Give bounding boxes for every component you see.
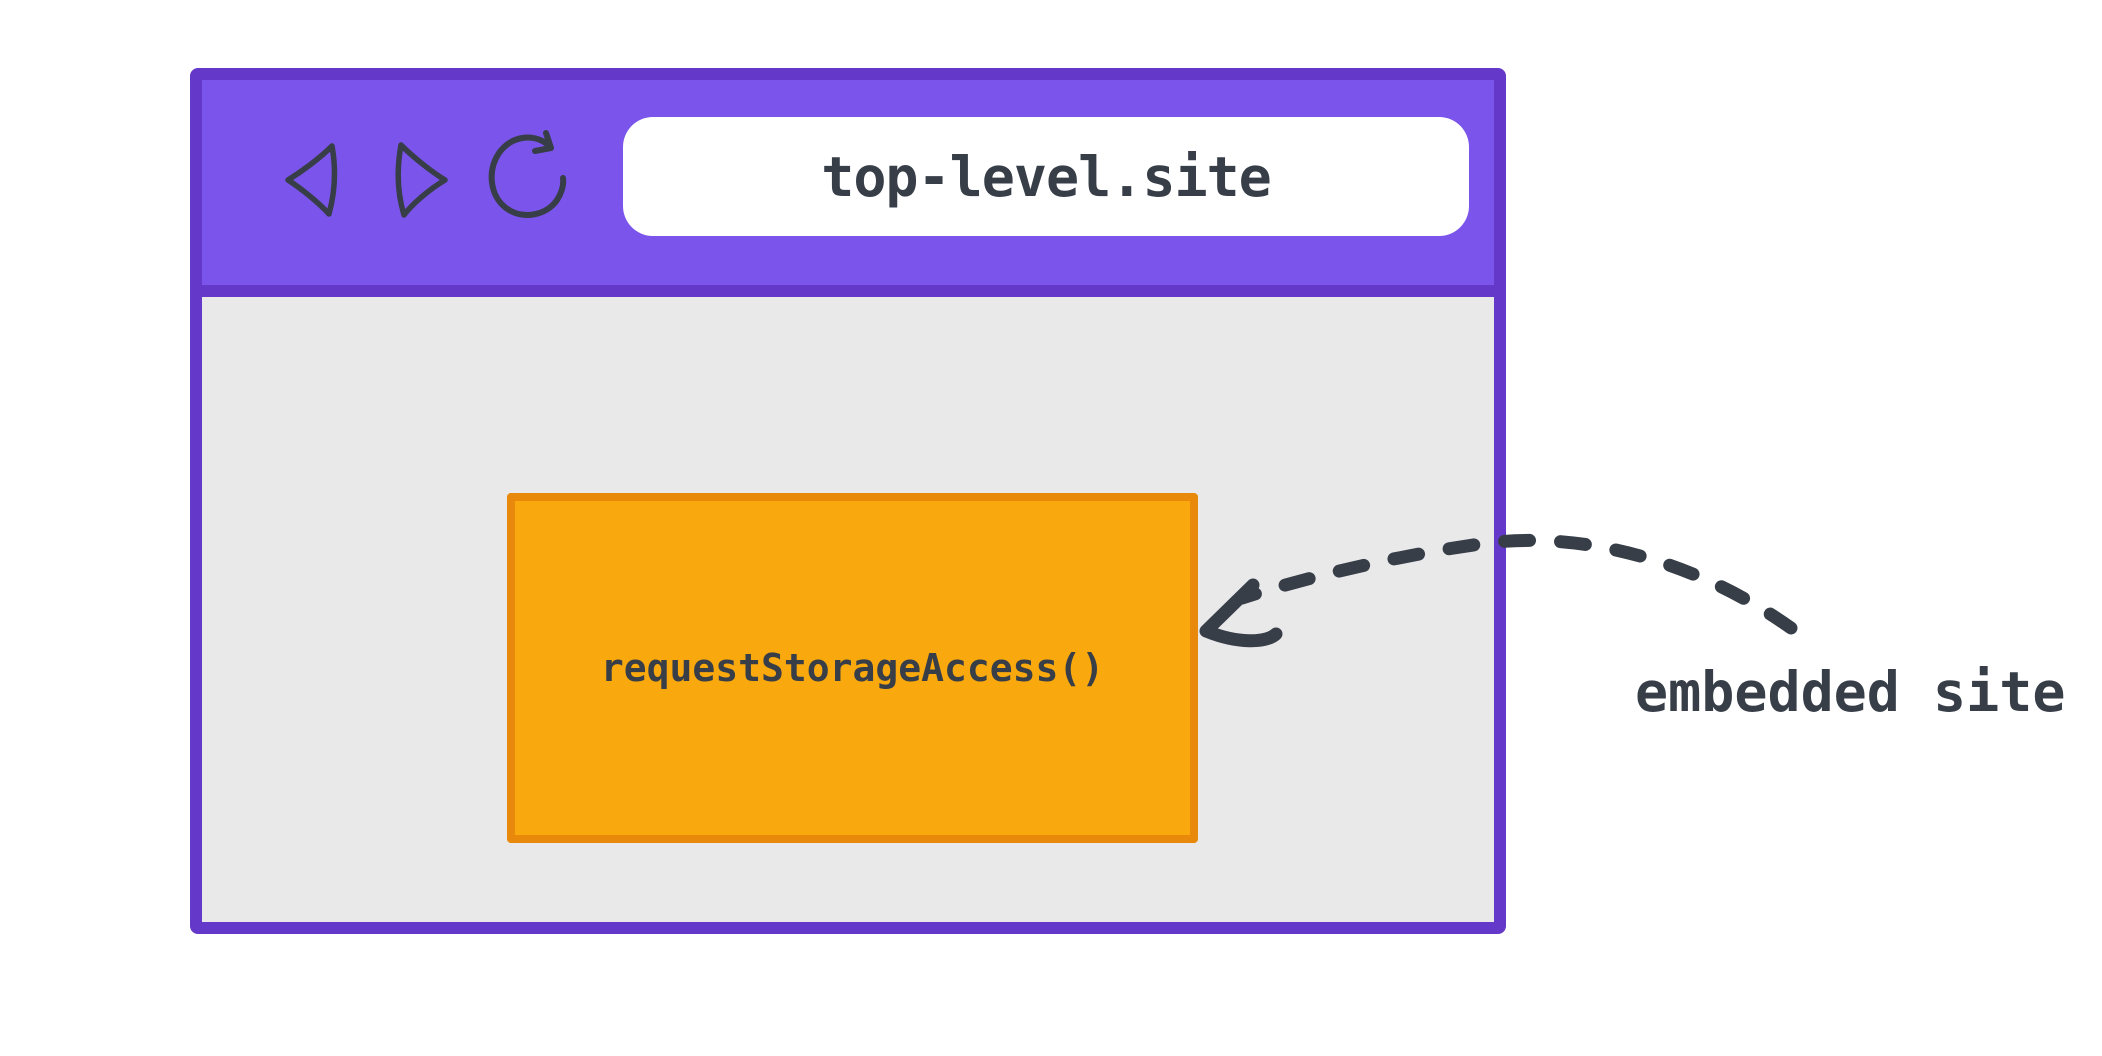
reload-icon <box>485 130 573 222</box>
embedded-frame-label: requestStorageAccess() <box>600 646 1105 690</box>
embedded-frame: requestStorageAccess() <box>507 493 1198 843</box>
address-bar[interactable]: top-level.site <box>623 117 1469 236</box>
arrow-head <box>1199 578 1283 648</box>
back-button[interactable] <box>281 139 339 217</box>
browser-content: requestStorageAccess() <box>202 297 1494 922</box>
address-bar-url: top-level.site <box>821 144 1272 209</box>
forward-button[interactable] <box>393 138 451 218</box>
browser-toolbar: top-level.site <box>202 80 1494 297</box>
back-icon <box>281 139 339 217</box>
reload-button[interactable] <box>485 130 573 222</box>
forward-icon <box>393 138 451 218</box>
arrow-dashed-line <box>1235 533 1798 635</box>
callout-label: embedded site <box>1635 660 2066 724</box>
callout-arrow <box>1199 533 1798 648</box>
browser-window: top-level.site requestStorageAccess() <box>190 68 1506 934</box>
